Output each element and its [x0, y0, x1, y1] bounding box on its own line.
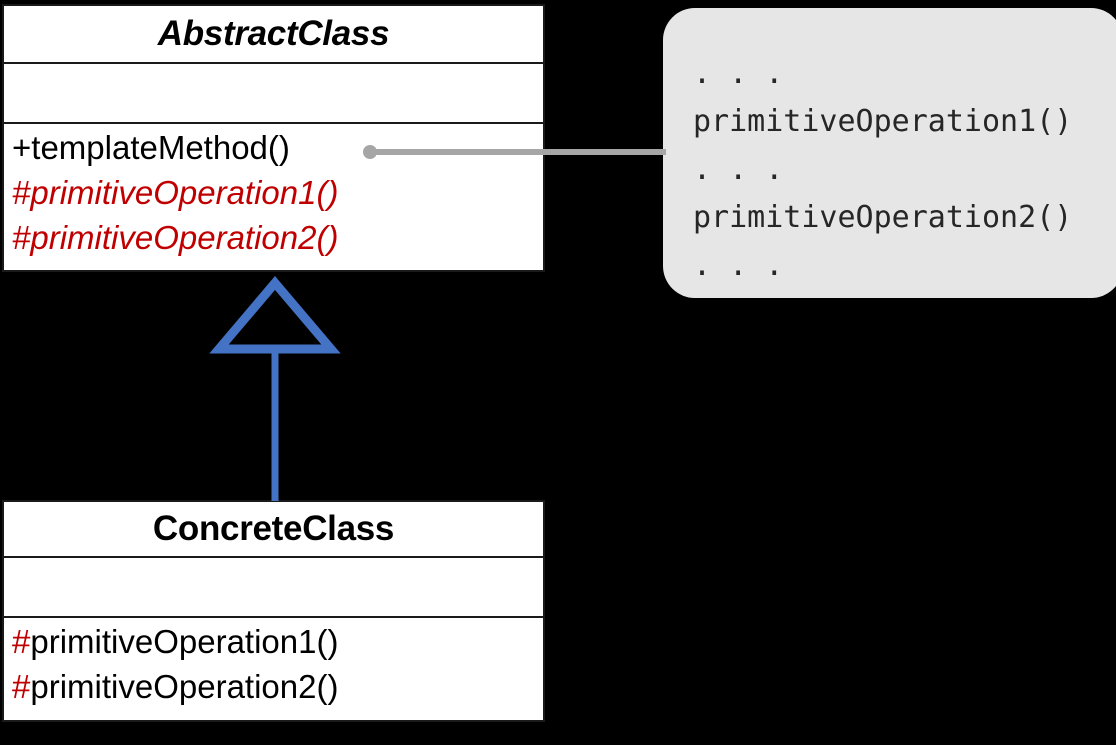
class-box-abstract-class[interactable]: AbstractClass +templateMethod() #primiti…: [2, 4, 545, 272]
class-name-concrete-class: ConcreteClass: [152, 509, 395, 548]
note-box-template-method-body[interactable]: . . . primitiveOperation1() . . . primit…: [663, 8, 1116, 298]
visibility-marker-protected: #: [12, 668, 31, 705]
note-line-primitive-operation1: primitiveOperation1(): [693, 104, 1073, 139]
note-line-ellipsis-1: . . .: [693, 56, 784, 91]
hollow-triangle-arrowhead-icon: [209, 276, 341, 354]
note-line-primitive-operation2: primitiveOperation2(): [693, 200, 1073, 235]
operations-compartment-concrete-class: #primitiveOperation1() #primitiveOperati…: [4, 616, 543, 720]
note-line-ellipsis-3: . . .: [693, 248, 784, 283]
visibility-marker-protected: #: [12, 623, 31, 660]
operations-compartment-abstract-class: +templateMethod() #primitiveOperation1()…: [4, 122, 543, 270]
attributes-compartment-concrete-class: [4, 556, 543, 616]
operation-primitive-operation1[interactable]: #primitiveOperation1(): [12, 174, 339, 211]
operation-primitive-operation1-impl[interactable]: #primitiveOperation1(): [12, 619, 543, 664]
operation-template-method[interactable]: +templateMethod(): [12, 129, 290, 166]
attributes-compartment-abstract-class: [4, 62, 543, 122]
operation-primitive-operation2-impl[interactable]: #primitiveOperation2(): [12, 664, 543, 709]
operation-label: primitiveOperation2(): [30, 668, 339, 705]
note-connector-line: [374, 149, 666, 155]
operation-label: primitiveOperation1(): [30, 623, 339, 660]
operation-primitive-operation2[interactable]: #primitiveOperation2(): [12, 219, 339, 256]
note-anchor-dot-icon: [363, 145, 377, 159]
note-line-ellipsis-2: . . .: [693, 152, 784, 187]
class-box-concrete-class[interactable]: ConcreteClass #primitiveOperation1() #pr…: [2, 500, 545, 722]
class-name-abstract-class: AbstractClass: [157, 14, 390, 53]
